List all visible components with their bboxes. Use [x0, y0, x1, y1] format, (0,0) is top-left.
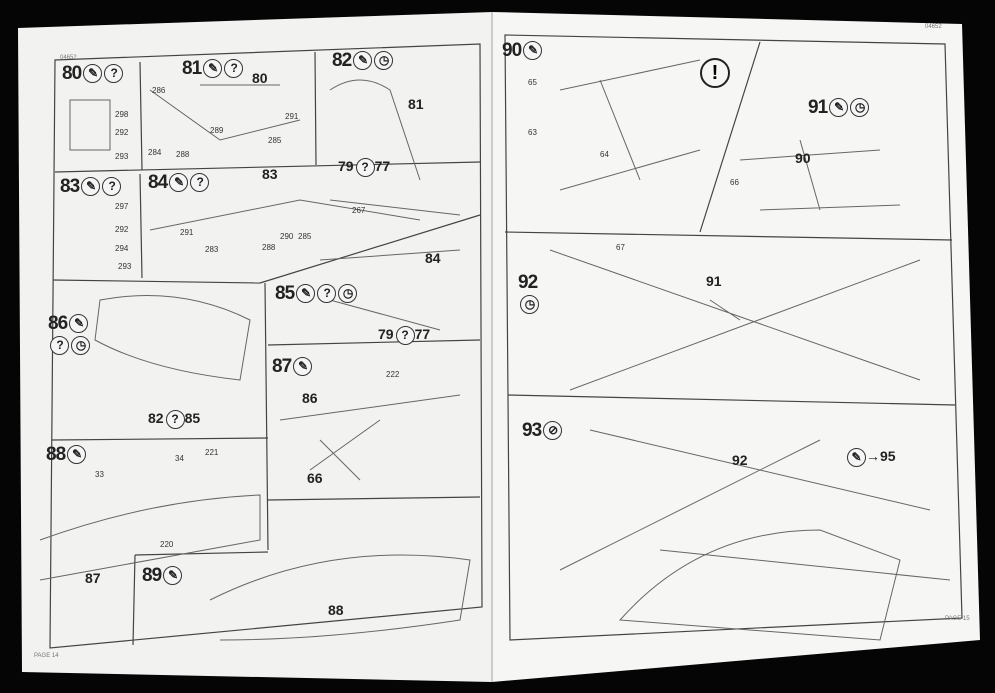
clock-icon: ◷: [850, 98, 870, 118]
step-88: 88✎: [46, 444, 87, 466]
part-label: 285: [298, 232, 312, 241]
glue-icon: ✎: [163, 566, 183, 586]
part-label: 291: [180, 228, 194, 237]
left-panel-grid: [49, 43, 483, 649]
part-label: 65: [528, 78, 537, 87]
question-icon: ?: [104, 64, 124, 84]
part-label: 289: [210, 126, 224, 135]
glue-icon: ✎: [523, 41, 543, 61]
part-label: 286: [152, 86, 166, 95]
part-label: 283: [205, 245, 219, 254]
part-label: 290: [280, 232, 294, 241]
part-label: 63: [528, 128, 537, 137]
part-label: 66: [307, 470, 323, 486]
part-label: 222: [386, 370, 400, 379]
glue-icon: ✎: [829, 98, 849, 118]
part-label: 80: [252, 70, 268, 86]
step-91: 91✎◷: [808, 97, 870, 119]
clock-icon: ◷: [520, 295, 539, 315]
part-group: 82?85: [148, 410, 200, 429]
part-group: 79?77: [338, 158, 390, 177]
left-page: [18, 12, 492, 682]
part-label: 288: [176, 150, 190, 159]
clock-icon: ◷: [338, 284, 358, 304]
step-86: 86✎?◷: [48, 313, 90, 357]
step-82: 82✎◷: [332, 50, 394, 72]
part-label: 220: [160, 540, 174, 549]
glue-icon: ✎: [69, 314, 89, 334]
part-label: 92: [732, 452, 748, 468]
warning-icon: !: [700, 58, 730, 88]
right-page-code: 04652: [925, 24, 942, 30]
right-page-footer: PAGE 15: [945, 616, 970, 622]
glue-icon: ✎: [81, 177, 101, 197]
step-92: 92◷: [518, 272, 539, 316]
part-label: 66: [730, 178, 739, 187]
part-label: 221: [205, 448, 219, 457]
part-group: 79?77: [378, 326, 430, 345]
right-panel-grid: [504, 34, 963, 641]
part-label: 285: [268, 136, 282, 145]
glue-icon: ✎: [83, 64, 103, 84]
part-label: 267: [352, 206, 366, 215]
part-label: 288: [262, 243, 276, 252]
right-page: [492, 12, 980, 682]
step-83: 83✎?: [60, 176, 122, 198]
part-label: 81: [408, 96, 424, 112]
question-icon: ?: [102, 177, 122, 197]
part-label: 34: [175, 454, 184, 463]
step-85: 85✎?◷: [275, 283, 358, 305]
step-89: 89✎: [142, 565, 183, 587]
step-84: 84✎?: [148, 172, 210, 194]
part-label: 292: [115, 128, 129, 137]
part-label: 90: [795, 150, 811, 166]
no-glue-icon: ⊘: [543, 421, 563, 441]
question-icon: ?: [190, 173, 210, 193]
part-label: 284: [148, 148, 162, 157]
next-step-reference: ✎→95: [845, 448, 896, 467]
glue-icon: ✎: [293, 357, 313, 377]
part-label: 64: [600, 150, 609, 159]
part-label: 87: [85, 570, 101, 586]
glue-icon: ✎: [353, 51, 373, 71]
step-93: 93⊘: [522, 420, 563, 442]
part-label: 291: [285, 112, 299, 121]
part-label: 293: [115, 152, 129, 161]
part-label: 298: [115, 110, 129, 119]
part-label: 67: [616, 243, 625, 252]
part-label: 292: [115, 225, 129, 234]
part-label: 83: [262, 166, 278, 182]
part-label: 297: [115, 202, 129, 211]
step-90: 90✎: [502, 40, 543, 62]
clock-icon: ◷: [374, 51, 394, 71]
glue-icon: ✎: [296, 284, 316, 304]
question-icon: ?: [50, 336, 69, 356]
assembly-drawings: [39, 59, 951, 641]
question-icon: ?: [317, 284, 337, 304]
question-icon: ?: [224, 59, 244, 79]
part-label: 33: [95, 470, 104, 479]
glue-icon: ✎: [203, 59, 223, 79]
glue-icon: ✎: [847, 448, 866, 467]
part-label: 88: [328, 602, 344, 618]
step-80: 80✎?: [62, 63, 124, 85]
part-label: 86: [302, 390, 318, 406]
glue-icon: ✎: [169, 173, 189, 193]
part-label: 91: [706, 273, 722, 289]
left-page-code: 04652: [60, 55, 77, 61]
glue-icon: ✎: [67, 445, 87, 465]
left-page-footer: PAGE 14: [34, 653, 59, 659]
part-label: 293: [118, 262, 132, 271]
part-label: 84: [425, 250, 441, 266]
clock-icon: ◷: [71, 336, 90, 356]
step-87: 87✎: [272, 356, 313, 378]
step-81: 81✎?: [182, 58, 244, 80]
part-label: 294: [115, 244, 129, 253]
